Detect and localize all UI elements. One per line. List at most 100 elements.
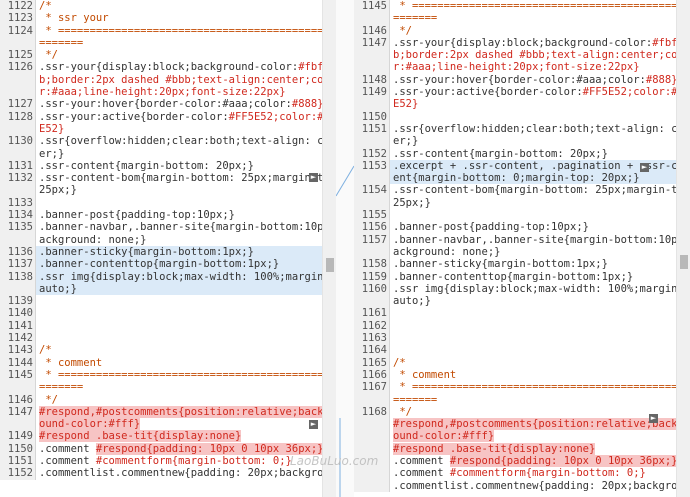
code-line[interactable]: 1128.ssr-your:active{border-color:#FF5E5… [0,110,336,123]
code-line[interactable]: E52} [0,122,336,136]
code-text: .ssr-content{margin-bottom: 20px;} [390,148,690,160]
line-number [354,61,390,74]
code-line[interactable]: 1123 * ssr your [0,12,336,25]
expand-arrow-icon[interactable]: ► [649,414,658,423]
code-line[interactable]: 1133 [0,196,336,210]
code-line[interactable]: 1147.ssr-your{display:block;background-c… [354,36,690,50]
code-line[interactable]: 1149.ssr-your:active{border-color:#FF5E5… [354,86,690,99]
code-line[interactable]: ound-color:#fff} [0,418,336,431]
code-line[interactable]: 1150 [354,110,690,123]
code-line[interactable]: ======= [354,393,690,406]
code-line[interactable]: .commentlist.commentnew{padding: 20px;ba… [354,479,690,492]
line-number: 1125 [0,49,36,62]
right-scroll-thumb[interactable] [680,255,688,269]
code-line[interactable]: 1130.ssr{overflow:hidden;clear:both;text… [0,135,336,148]
code-line[interactable]: auto;} [0,282,336,296]
code-line[interactable]: ackground: none;} [354,245,690,259]
code-text: .ssr{overflow:hidden;clear:both;text-ali… [36,135,336,147]
code-line[interactable]: ======= [0,36,336,50]
right-scrollbar[interactable] [676,0,690,497]
code-line[interactable]: 1160.ssr img{display:block;max-width: 10… [354,282,690,296]
code-token: #FF5E52;color:#FF5 [582,86,690,99]
code-line[interactable]: .comment #commentform{margin-bottom: 0;} [354,467,690,480]
code-line[interactable]: 1131.ssr-content{margin-bottom: 20px;} [0,159,336,173]
code-line[interactable]: 1127.ssr-your:hover{border-color:#aaa;co… [0,98,336,111]
code-line[interactable]: 1145 * =================================… [354,0,690,13]
code-line[interactable]: 1138.ssr img{display:block;max-width: 10… [0,270,336,283]
code-line[interactable]: 1161 [354,307,690,320]
code-text: .banner-post{padding-top:10px;} [390,221,690,233]
code-token: */ [39,393,58,406]
code-token: ackground: none;} [39,233,147,246]
code-line[interactable]: 1159.banner-contenttop{margin-bottom:1px… [354,270,690,283]
code-line[interactable]: 1142 [0,332,336,345]
code-line[interactable]: 1156.banner-post{padding-top:10px;} [354,221,690,234]
code-line[interactable]: 25px;} [0,184,336,197]
code-line[interactable]: 1162 [354,319,690,333]
code-line[interactable]: 25px;} [354,196,690,210]
code-line[interactable]: ======= [354,12,690,25]
code-line[interactable]: 1154.ssr-content-bom{margin-bottom: 25px… [354,184,690,197]
code-line[interactable]: 1146 */ [354,24,690,37]
code-line[interactable]: 1139 [0,295,336,308]
code-line[interactable]: r:#aaa;line-height:20px;font-size:22px} [0,86,336,99]
code-line[interactable]: ackground: none;} [0,233,336,246]
code-line[interactable]: 1125 */ [0,49,336,62]
code-token: * ======================================… [393,381,690,394]
code-line[interactable]: E52} [354,98,690,111]
code-line[interactable]: b;border:2px dashed #bbb;text-align:cent… [0,73,336,87]
code-line[interactable]: 1147#respond,#postcomments{position:rela… [0,405,336,419]
code-line[interactable]: auto;} [354,295,690,308]
code-line[interactable]: 1140 [0,307,336,320]
expand-arrow-icon[interactable]: ► [309,420,318,429]
code-line[interactable]: 1148.ssr-your:hover{border-color:#aaa;co… [354,73,690,87]
code-line[interactable]: 1151.ssr{overflow:hidden;clear:both;text… [354,122,690,136]
code-token: .ssr-your{display:block;background-color… [393,36,653,49]
code-line[interactable]: 1165/* [354,356,690,369]
code-line[interactable]: er;} [354,135,690,148]
code-line[interactable]: 1150.comment #respond{padding: 10px 0 10… [0,442,336,455]
code-line[interactable]: 1143/* [0,344,336,357]
code-line[interactable]: #respond,#postcomments{position:relative… [354,418,690,431]
left-scrollbar[interactable] [322,0,337,497]
code-line[interactable]: er;} [0,147,336,160]
code-line[interactable]: 1126.ssr-your{display:block;background-c… [0,61,336,74]
code-line[interactable]: 1136.banner-sticky{margin-bottom:1px;} [0,245,336,259]
code-token: 25px;} [393,196,431,209]
code-line[interactable]: 1167 * =================================… [354,381,690,394]
code-line[interactable]: 1137.banner-contenttop{margin-bottom:1px… [0,258,336,271]
code-line[interactable]: 1145 * =================================… [0,368,336,382]
code-line[interactable]: 1166 * comment [354,368,690,382]
code-line[interactable]: b;border:2px dashed #bbb;text-align:cent… [354,49,690,62]
code-line[interactable]: 1163 [354,332,690,345]
code-line[interactable]: ent{margin-bottom: 0;margin-top: 20px;} [354,172,690,185]
code-line[interactable]: 1164 [354,344,690,357]
code-line[interactable]: 1168 */ [354,405,690,419]
code-line[interactable]: 1158.banner-sticky{margin-bottom:1px;} [354,258,690,271]
code-line[interactable]: 1144 * comment [0,356,336,369]
code-line[interactable]: 1152.ssr-content{margin-bottom: 20px;} [354,147,690,160]
code-line[interactable]: 1135.banner-navbar,.banner-site{margin-b… [0,221,336,234]
expand-arrow-icon[interactable]: ► [309,173,318,182]
code-line[interactable]: 1157.banner-navbar,.banner-site{margin-b… [354,233,690,246]
code-line[interactable]: 1151.comment #commentform{margin-bottom:… [0,454,336,468]
expand-arrow-icon[interactable]: ► [640,163,649,172]
code-line[interactable]: #respond .base-tit{display:none} [354,442,690,455]
code-line[interactable]: 1155 [354,209,690,222]
code-line[interactable]: ======= [0,381,336,394]
code-line[interactable]: 1149#respond .base-tit{display:none} [0,430,336,443]
code-line[interactable]: 1134.banner-post{padding-top:10px;} [0,209,336,222]
code-line[interactable]: .comment #respond{padding: 10px 0 10px 3… [354,454,690,468]
right-code-pane[interactable]: 1145 * =================================… [354,0,690,497]
code-line[interactable]: r:#aaa;line-height:20px;font-size:22px} [354,61,690,74]
code-line[interactable]: 1124 * =================================… [0,24,336,37]
left-scroll-thumb[interactable] [326,258,334,272]
code-line[interactable]: 1141 [0,319,336,333]
code-line[interactable]: 1132.ssr-content-bom{margin-bottom: 25px… [0,172,336,185]
code-line[interactable]: 1122/* [0,0,336,13]
code-line[interactable]: 1152.commentlist.commentnew{padding: 20p… [0,467,336,480]
code-line[interactable]: 1153.excerpt + .ssr-content, .pagination… [354,159,690,173]
code-line[interactable]: 1146 */ [0,393,336,406]
code-line[interactable]: ound-color:#fff} [354,430,690,443]
